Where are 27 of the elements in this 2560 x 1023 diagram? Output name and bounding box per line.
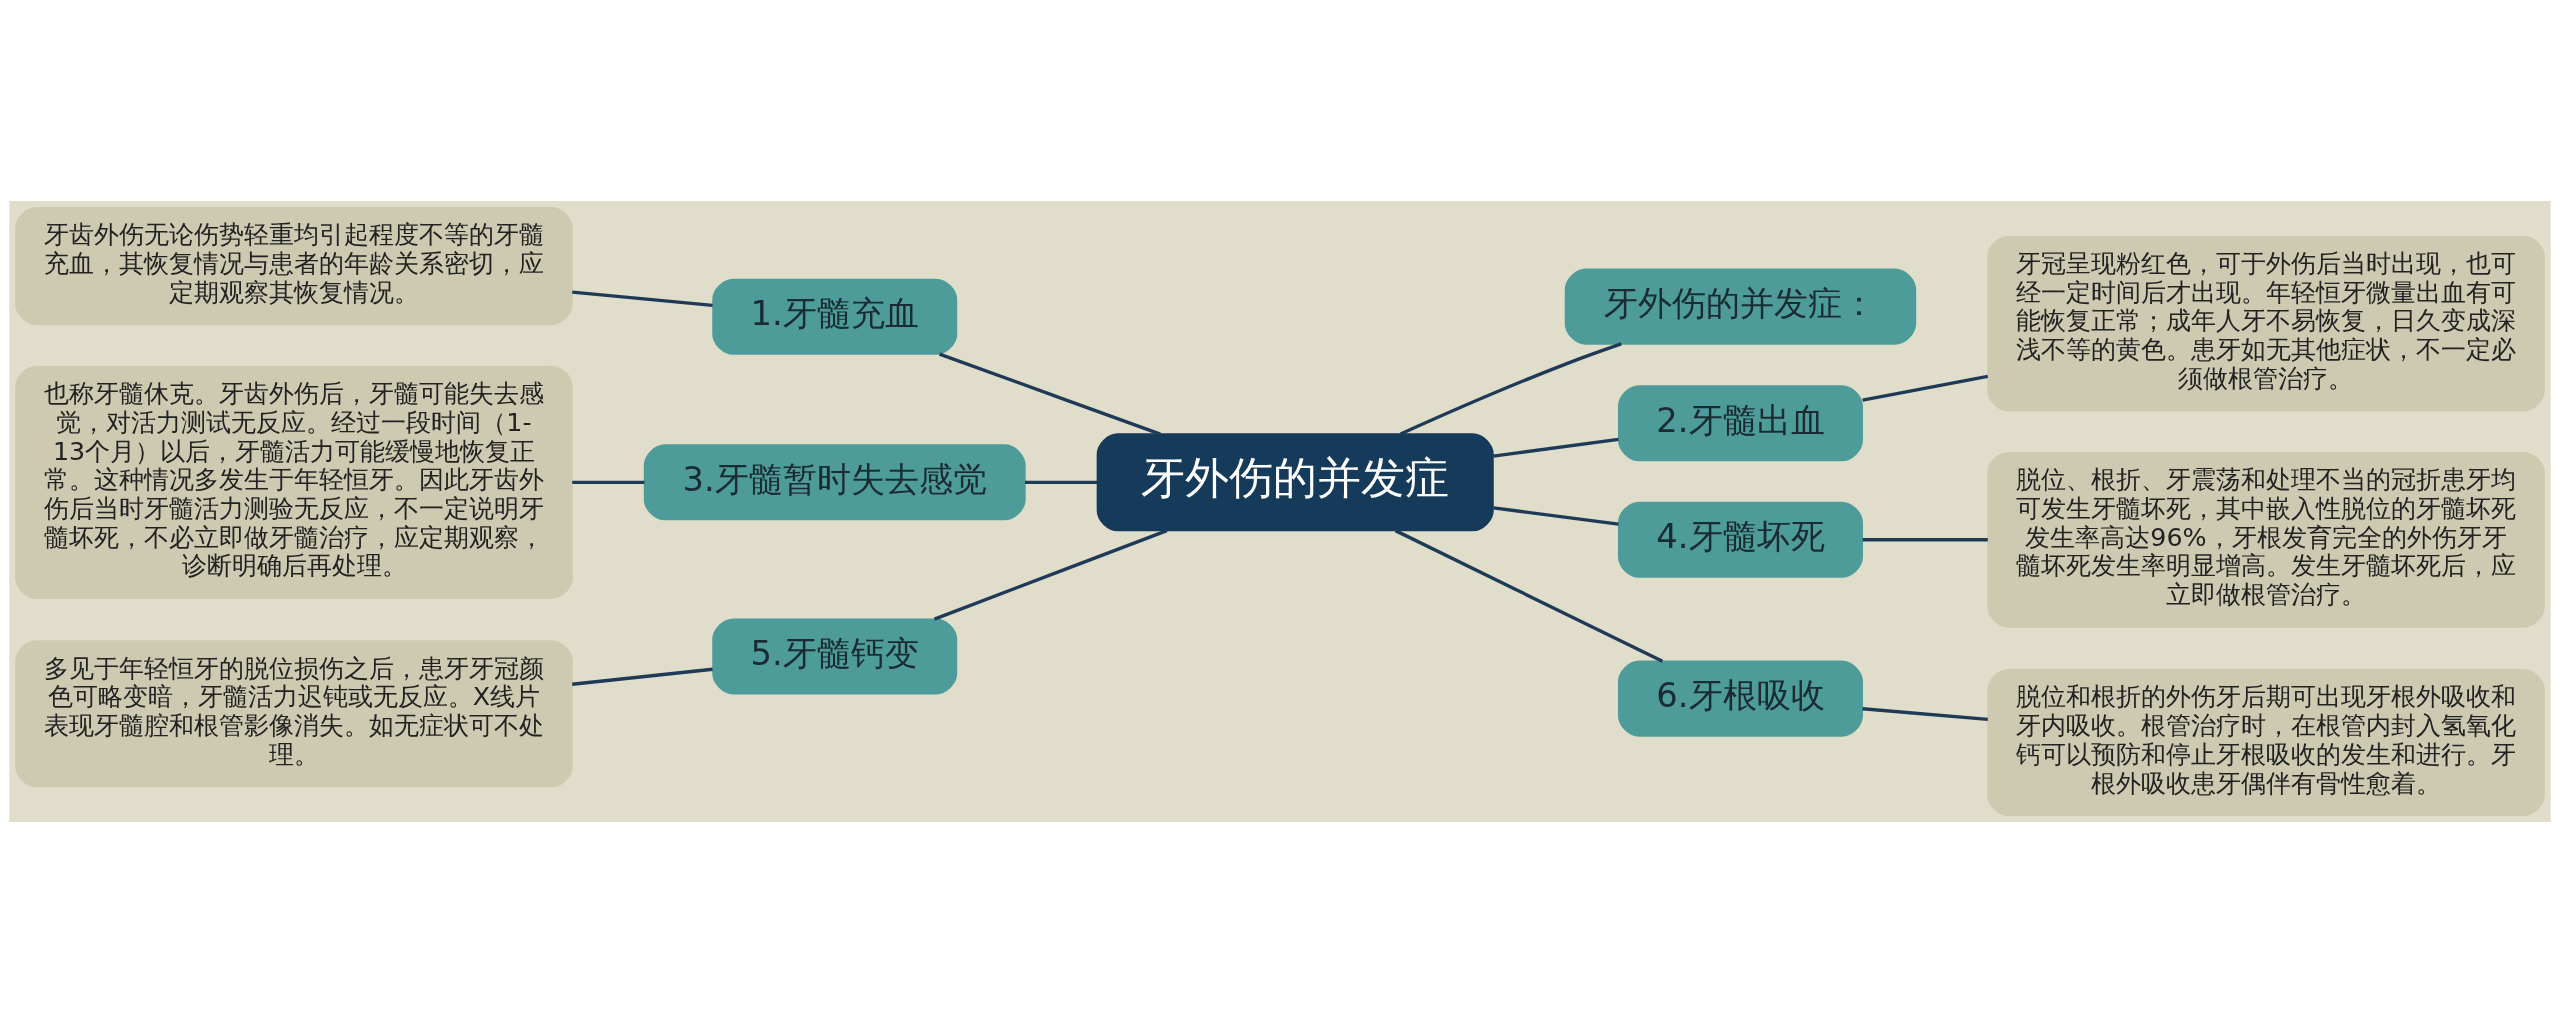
connector bbox=[1493, 506, 1619, 526]
node-box: 5.牙髓钙变 bbox=[712, 618, 958, 695]
node-box: 3.牙髓暂时失去感觉 bbox=[643, 444, 1026, 521]
connector bbox=[933, 529, 1168, 621]
connector bbox=[1025, 480, 1098, 485]
connector bbox=[1862, 538, 1988, 542]
connector bbox=[1862, 707, 1988, 721]
connector bbox=[1394, 529, 1664, 663]
node-box: 2.牙髓出血 bbox=[1617, 385, 1863, 462]
node-box: 牙外伤的并发症 bbox=[1096, 433, 1494, 532]
connector bbox=[1493, 437, 1619, 458]
node-box: 1.牙髓充血 bbox=[712, 278, 958, 355]
node-box: 也称牙髓休克。牙齿外伤后，牙髓可能失去感觉，对活力测试无反应。经过一段时间（1-13个月）以后，牙髓活力可能缓慢地恢复正常。这种情况多发生于年轻恒牙。因此牙齿外伤后当时牙髓活力测验无反应，不一定说明牙髓坏死，不必立即做牙髓治疗，应定期观察，诊断明确后再处理。 bbox=[15, 365, 573, 599]
node-box: 牙外伤的并发症： bbox=[1564, 268, 1917, 345]
connector bbox=[572, 480, 645, 485]
node-box: 牙冠呈现粉红色，可于外伤后当时出现，也可经一定时间后才出现。年轻恒牙微量出血有可能恢复正常；成年人牙不易恢复，日久变成深浅不等的黄色。患牙如无其他症状，不一定必须做根管治疗。 bbox=[1987, 235, 2545, 412]
node-box: 多见于年轻恒牙的脱位损伤之后，患牙牙冠颜色可略变暗，牙髓活力迟钝或无反应。X线片表现牙髓腔和根管影像消失。如无症状可不处理。 bbox=[15, 640, 573, 788]
connector bbox=[939, 352, 1161, 436]
node-box: 4.牙髓坏死 bbox=[1617, 501, 1863, 578]
node-box: 脱位、根折、牙震荡和处理不当的冠折患牙均可发生牙髓坏死，其中嵌入性脱位的牙髓坏死发生率高达96%，牙根发育完全的外伤牙牙髓坏死发生率明显增高。发生牙髓坏死后，应立即做根管治疗。 bbox=[1987, 451, 2545, 628]
connector bbox=[1399, 342, 1622, 436]
node-box: 脱位和根折的外伤牙后期可出现牙根外吸收和牙内吸收。根管治疗时，在根管内封入氢氧化钙可以预防和停止牙根吸收的发生和进行。牙根外吸收患牙偶伴有骨性愈着。 bbox=[1987, 669, 2545, 817]
node-box: 牙齿外伤无论伤势轻重均引起程度不等的牙髓充血，其恢复情况与患者的年龄关系密切，应定期观察其恢复情况。 bbox=[15, 206, 573, 326]
node-box: 6.牙根吸收 bbox=[1617, 660, 1863, 737]
connector bbox=[572, 667, 713, 686]
connector bbox=[572, 290, 713, 308]
connector bbox=[1862, 374, 1989, 402]
